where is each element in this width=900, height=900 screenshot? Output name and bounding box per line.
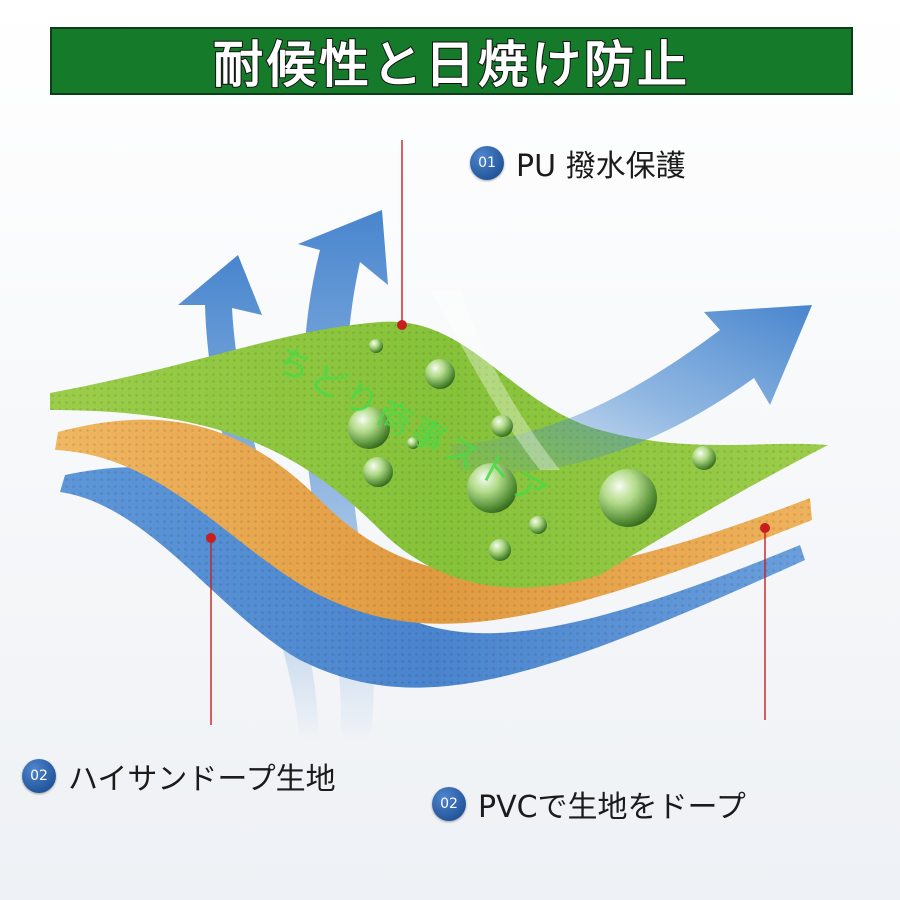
airflow-arrow-center-icon xyxy=(430,290,560,470)
badge-number-icon: 02 xyxy=(432,787,466,821)
title-banner: 耐候性と日焼け防止 xyxy=(50,27,853,95)
callout-label: ハイサンドープ生地 xyxy=(68,762,336,797)
water-droplets xyxy=(348,339,716,561)
pointer-lines xyxy=(206,140,770,725)
page-title: 耐候性と日焼け防止 xyxy=(212,35,690,95)
callout-label: PVCで生地をドープ xyxy=(478,790,746,825)
callout-label: PU 撥水保護 xyxy=(516,149,686,184)
callout-high-density-fabric: 02 ハイサンドープ生地 xyxy=(22,754,336,798)
badge-number-icon: 02 xyxy=(22,759,56,793)
callout-pu-protection: 01 PU 撥水保護 xyxy=(470,141,686,185)
badge-number-icon: 01 xyxy=(470,146,504,180)
airflow-arrow-right-icon xyxy=(450,305,812,473)
callout-pvc-coating: 02 PVCで生地をドープ xyxy=(432,782,746,826)
